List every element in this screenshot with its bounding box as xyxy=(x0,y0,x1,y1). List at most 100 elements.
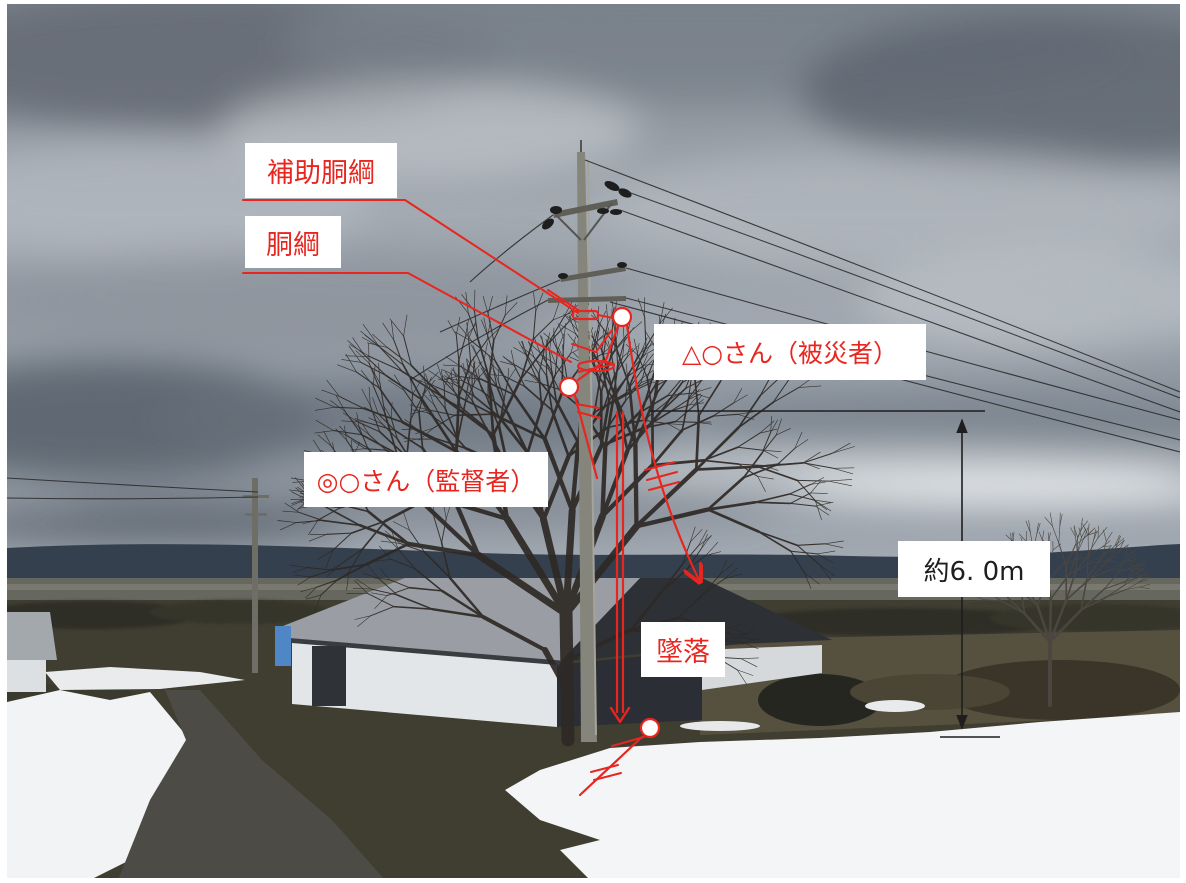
tree-branch xyxy=(1090,561,1108,579)
tree-branch xyxy=(448,576,485,619)
tree-branch xyxy=(770,415,773,433)
tree-branch xyxy=(600,353,613,394)
tree-branch xyxy=(440,395,495,437)
tree-branch xyxy=(1011,532,1015,543)
tree-branch xyxy=(1075,557,1086,561)
tree-branch xyxy=(1081,528,1087,538)
fall-arrow xyxy=(609,410,631,724)
tree-branch xyxy=(628,384,637,447)
tree-branch xyxy=(803,462,820,470)
tree-branch xyxy=(1065,570,1077,601)
tree-branch xyxy=(690,526,696,543)
tree-branch xyxy=(705,541,719,556)
tree-branch xyxy=(315,579,338,588)
small-utility-pole xyxy=(7,477,269,673)
tree-branch xyxy=(428,370,443,381)
tree-branch xyxy=(533,291,537,312)
tree-branch xyxy=(300,587,317,593)
tree-branch xyxy=(294,574,311,578)
tree-branch xyxy=(468,337,472,363)
tree-branch xyxy=(422,392,435,406)
tree-branch xyxy=(1047,565,1063,581)
tree-branch xyxy=(614,345,631,387)
tree-branch xyxy=(789,493,814,501)
tree-branch xyxy=(469,361,483,378)
tree-branch xyxy=(488,380,499,417)
tree-branch xyxy=(466,358,476,372)
tree-branch xyxy=(639,354,648,373)
tree-branch xyxy=(1080,596,1108,611)
tree-branch xyxy=(812,499,832,503)
tree-branch xyxy=(363,407,404,424)
tree-branch xyxy=(624,371,641,395)
supervisor-position-marker xyxy=(558,376,580,398)
tree-branch xyxy=(534,358,549,370)
tree-branch xyxy=(466,376,475,398)
tree-branch xyxy=(302,519,319,525)
tree-branch xyxy=(456,375,482,380)
tree-branch xyxy=(1025,520,1031,534)
tree-branch xyxy=(487,313,495,342)
tree-branch xyxy=(492,367,498,388)
tree-branch xyxy=(639,360,653,373)
tree-branch xyxy=(759,428,778,434)
tree-branch xyxy=(387,379,405,391)
tree-branch xyxy=(366,510,410,546)
tree-branch xyxy=(358,427,369,449)
tree-branch xyxy=(457,383,473,402)
tree-branch xyxy=(810,492,828,494)
tree-branch xyxy=(1061,559,1077,566)
tree-branch xyxy=(403,389,420,413)
tree-branch xyxy=(832,442,851,454)
tree-branch xyxy=(641,369,654,379)
tree-branch xyxy=(353,580,369,594)
tree-branch xyxy=(567,333,579,347)
tree-branch xyxy=(512,393,547,441)
tree-branch xyxy=(331,532,352,552)
tree-branch xyxy=(528,372,540,384)
tree-branch xyxy=(308,533,327,542)
tree-branch xyxy=(352,440,366,450)
tree-branch xyxy=(330,563,368,571)
tree-branch xyxy=(832,446,855,454)
tree-branch xyxy=(314,406,335,411)
tree-branch xyxy=(337,364,357,373)
tree-branch xyxy=(462,380,484,392)
clouds xyxy=(7,4,1180,545)
tree-branch xyxy=(404,418,417,430)
tree-branch xyxy=(474,551,570,618)
tree-branch xyxy=(804,572,820,585)
tree-branch xyxy=(542,436,575,513)
tree-branch xyxy=(336,563,368,581)
tree-branch xyxy=(360,330,379,346)
tree-branch xyxy=(386,587,410,597)
tree-branch xyxy=(1090,568,1113,579)
tree-branch xyxy=(815,505,830,516)
tree-branch xyxy=(772,378,790,403)
tree-branch xyxy=(742,638,761,643)
tree-branch xyxy=(687,389,700,401)
tree-branch xyxy=(824,540,844,545)
snow-patches xyxy=(7,667,1180,878)
tree-branch xyxy=(345,355,371,357)
tree-branch xyxy=(1115,535,1121,548)
tree-branch xyxy=(624,378,629,402)
tree-branch xyxy=(557,323,576,334)
tree-branch xyxy=(599,398,611,448)
tree-branch xyxy=(1101,540,1111,548)
tree-branch xyxy=(418,411,424,450)
tree-branch xyxy=(485,370,498,388)
tree-branch xyxy=(1082,523,1089,536)
tree-branch xyxy=(525,355,537,378)
tree-branch xyxy=(391,321,395,341)
tree-branch xyxy=(1080,517,1083,531)
tree-branch xyxy=(754,501,792,505)
tree-branch xyxy=(1114,534,1120,546)
tree-branch xyxy=(1131,564,1142,572)
tree-branch xyxy=(442,364,461,367)
tree-branch xyxy=(379,346,404,366)
tree-branch xyxy=(1137,579,1148,584)
tree-branch xyxy=(633,442,639,529)
tree-branch xyxy=(379,568,390,580)
tree-branch xyxy=(1137,562,1144,573)
